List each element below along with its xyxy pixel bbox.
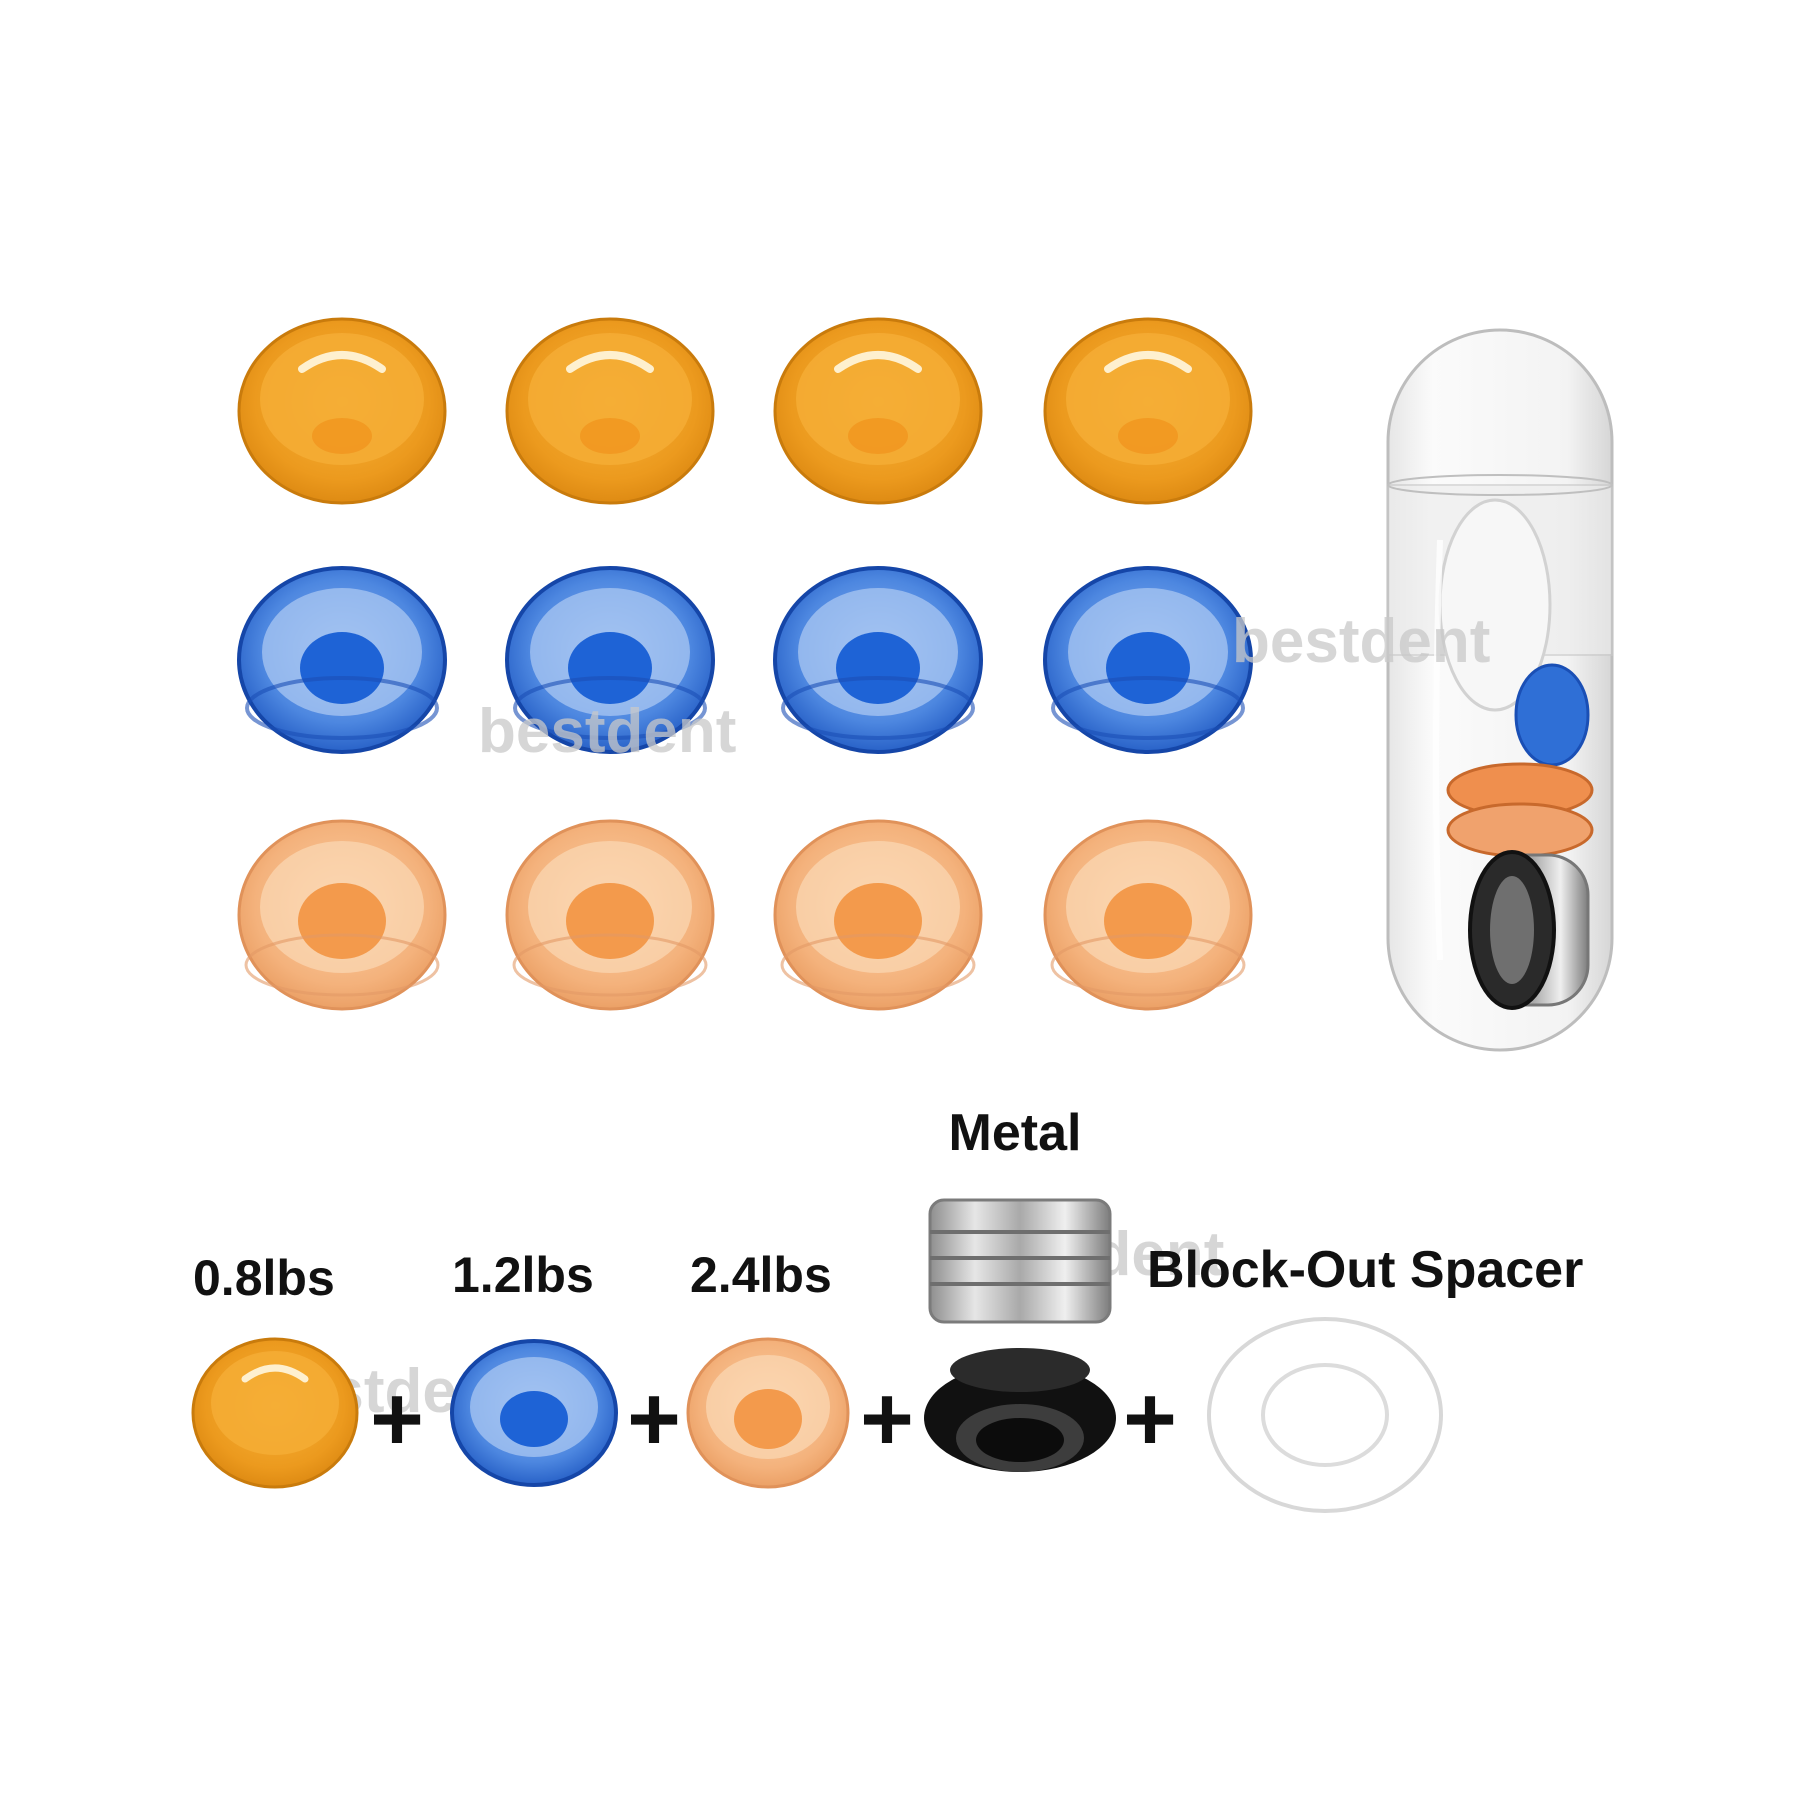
peach-cap xyxy=(237,819,447,1011)
watermark: bestdent xyxy=(478,697,736,766)
peach-cap-row xyxy=(237,819,1253,1011)
orange-cap xyxy=(1043,317,1253,505)
orange-cap-sample xyxy=(191,1337,359,1489)
orange-cap xyxy=(237,317,447,505)
blue-cap xyxy=(237,566,447,754)
metal-housing xyxy=(928,1198,1112,1324)
block-out-spacer-label: Block-Out Spacer xyxy=(1147,1241,1583,1299)
watermark: bestdent xyxy=(1232,607,1490,676)
size-label-2-4lbs: 2.4lbs xyxy=(690,1247,832,1303)
peach-cap xyxy=(773,819,983,1011)
blue-cap-sample xyxy=(450,1339,618,1487)
blue-cap xyxy=(1043,566,1253,754)
capsule-orange-ring xyxy=(1446,802,1594,858)
plus-icon: + xyxy=(1123,1368,1177,1470)
peach-cap-sample xyxy=(686,1337,850,1489)
blue-cap-row xyxy=(237,566,1253,754)
black-housing xyxy=(924,1348,1116,1472)
orange-cap xyxy=(505,317,715,505)
orange-cap-row xyxy=(237,317,1253,505)
size-label-0-8lbs: 0.8lbs xyxy=(193,1250,335,1306)
plus-icon: + xyxy=(860,1368,914,1470)
cap-grid xyxy=(237,317,1253,1011)
capsule-container xyxy=(1386,328,1614,1052)
blue-cap xyxy=(773,566,983,754)
block-out-spacer-ring xyxy=(1207,1317,1443,1513)
peach-cap xyxy=(1043,819,1253,1011)
blue-cap xyxy=(505,566,715,754)
plus-icon: + xyxy=(370,1368,424,1470)
capsule-blue-cap xyxy=(1514,663,1590,767)
plus-icon: + xyxy=(627,1368,681,1470)
metal-label: Metal xyxy=(949,1104,1082,1162)
orange-cap xyxy=(773,317,983,505)
peach-cap xyxy=(505,819,715,1011)
size-label-1-2lbs: 1.2lbs xyxy=(452,1247,594,1303)
